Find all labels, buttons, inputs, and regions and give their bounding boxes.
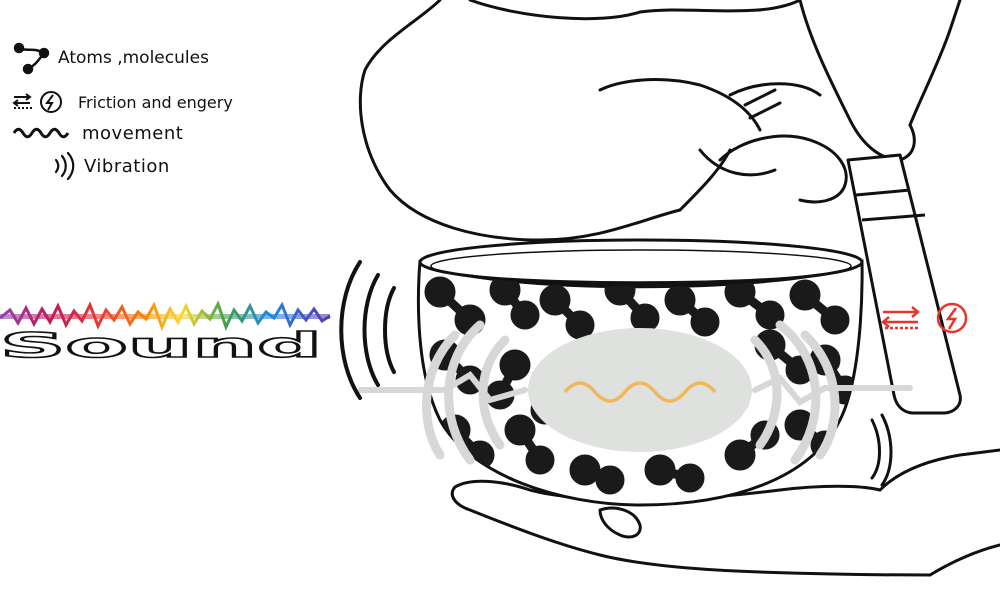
legend-friction-label: Friction and engery	[78, 92, 233, 112]
legend-vibration-label: Vibration	[84, 155, 170, 177]
legend-atoms: Atoms ,molecules	[12, 42, 209, 75]
lightning-circle-icon	[936, 302, 968, 334]
sound-label: Sound	[0, 325, 323, 365]
upper-hand	[358, 0, 962, 242]
sound-arcs-right	[870, 413, 893, 487]
sound-label-text: Sound	[0, 326, 322, 365]
legend-vibration: Vibration	[52, 152, 170, 180]
wave-line-icon	[12, 127, 70, 139]
mallet	[846, 153, 962, 415]
legend-atoms-label: Atoms ,molecules	[58, 48, 209, 68]
molecule-icon	[13, 42, 50, 75]
legend-movement: movement	[12, 119, 183, 147]
movement-wave	[563, 381, 717, 403]
sound-spectrum	[0, 300, 331, 332]
friction-marker	[881, 302, 968, 334]
lightning-circle-icon	[40, 91, 62, 113]
vibration-overlay	[357, 320, 913, 465]
friction-arrows-icon	[12, 93, 32, 109]
legend-friction: Friction and engery	[12, 88, 233, 116]
sound-arcs-left	[339, 260, 396, 400]
legend: Atoms ,molecules Friction and engery mov…	[12, 40, 272, 190]
legend-movement-label: movement	[82, 122, 184, 144]
inner-energy-blob	[528, 328, 752, 452]
vibration-arcs-icon	[54, 152, 75, 180]
